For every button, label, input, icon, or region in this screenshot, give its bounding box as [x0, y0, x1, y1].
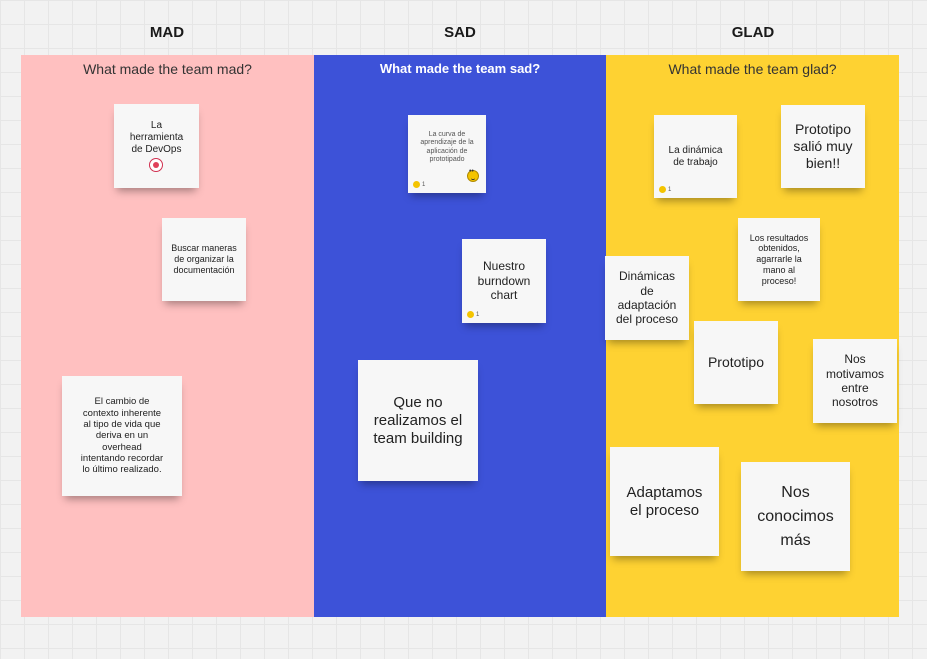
sticky-note[interactable]: La herramienta de DevOps: [114, 104, 199, 188]
sticky-note[interactable]: Prototipo salió muy bien!!: [781, 105, 865, 188]
sticky-note[interactable]: Buscar maneras de organizar la documenta…: [162, 218, 246, 301]
column-title-sad: SAD: [444, 24, 476, 41]
sticky-note[interactable]: Nuestro burndown chart 1: [462, 239, 546, 323]
sticky-note-text: La curva de aprendizaje de la aplicación…: [420, 131, 474, 164]
sticky-note[interactable]: El cambio de contexto inherente al tipo …: [62, 376, 182, 496]
reaction-badge[interactable]: 1: [413, 181, 425, 188]
devops-icon: [149, 158, 164, 172]
smiley-icon: [467, 168, 479, 182]
glad-prompt: What made the team glad?: [668, 61, 837, 77]
reaction-badge[interactable]: 1: [659, 186, 671, 193]
column-title-mad: MAD: [149, 24, 185, 41]
sticky-note-text: Nos conocimos más: [757, 483, 834, 549]
sticky-note-text: Nos motivamos entre nosotros: [825, 352, 884, 410]
sticky-note-text: Prototipo: [707, 354, 765, 371]
sticky-note[interactable]: Que no realizamos el team building: [358, 360, 478, 481]
sticky-note[interactable]: Nos motivamos entre nosotros: [813, 339, 897, 423]
sticky-note-text: Que no realizamos el team building: [373, 393, 463, 447]
reaction-emoji-icon: [659, 186, 666, 193]
reaction-emoji-icon: [467, 311, 474, 318]
sticky-note[interactable]: La curva de aprendizaje de la aplicación…: [408, 115, 486, 193]
sticky-note[interactable]: Adaptamos el proceso: [610, 447, 719, 556]
sticky-note-text: Buscar maneras de organizar la documenta…: [171, 243, 237, 275]
sticky-note[interactable]: Prototipo: [694, 321, 778, 404]
sticky-note[interactable]: La dinámica de trabajo 1: [654, 115, 737, 198]
sticky-note-text: Prototipo salió muy bien!!: [793, 121, 853, 171]
sticky-note-text: Dinámicas de adaptación del proceso: [615, 269, 679, 327]
sticky-note[interactable]: Dinámicas de adaptación del proceso: [605, 256, 689, 340]
sticky-note-text: Nuestro burndown chart: [477, 259, 531, 303]
sticky-note-text: La dinámica de trabajo: [668, 144, 723, 168]
mad-prompt: What made the team mad?: [83, 61, 252, 77]
sticky-note[interactable]: Los resultados obtenidos, agarrarle la m…: [738, 218, 820, 301]
column-title-glad: GLAD: [731, 24, 775, 41]
reaction-emoji-icon: [413, 181, 420, 188]
sticky-note-text: Adaptamos el proceso: [626, 483, 703, 519]
sticky-note-text: La herramienta de DevOps: [129, 120, 184, 155]
sticky-note[interactable]: Nos conocimos más: [741, 462, 850, 571]
sticky-note-text: Los resultados obtenidos, agarrarle la m…: [749, 232, 809, 286]
sad-prompt: What made the team sad?: [379, 61, 541, 76]
reaction-badge[interactable]: 1: [467, 311, 479, 318]
sticky-note-text: El cambio de contexto inherente al tipo …: [80, 396, 164, 476]
